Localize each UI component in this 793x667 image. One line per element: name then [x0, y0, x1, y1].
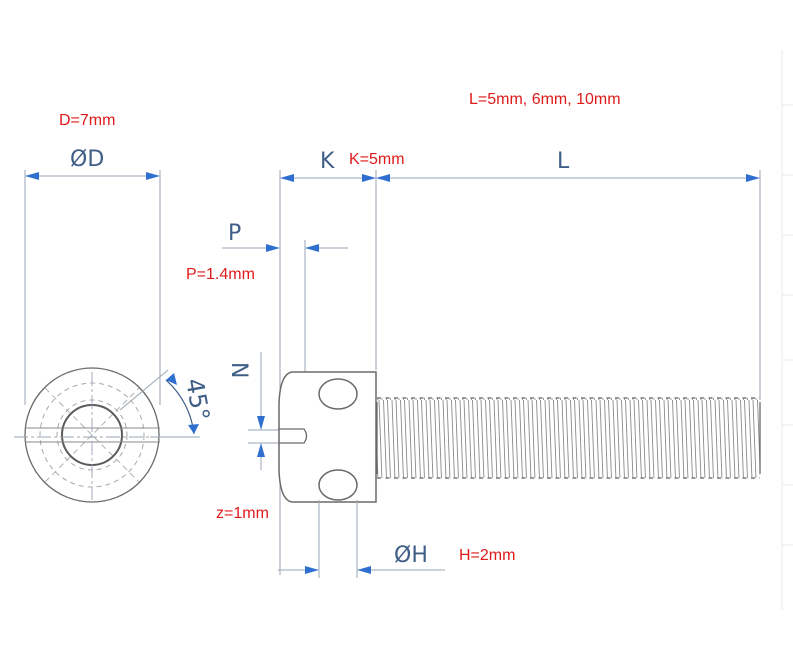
head-length-annotation: K=5mm	[349, 151, 405, 168]
threaded-shaft	[377, 398, 760, 478]
angle-arrow-bottom	[188, 424, 199, 434]
page-edge-ticks	[782, 104, 793, 546]
cross-hole-top	[318, 378, 358, 410]
side-view: K L P N ØH	[222, 149, 761, 578]
pitch-annotation: P=1.4mm	[186, 266, 255, 283]
head-slot	[279, 428, 308, 444]
angle-leader-line	[119, 369, 169, 411]
diameter-annotation: D=7mm	[59, 112, 116, 129]
angle-label: 45°	[180, 376, 215, 423]
cross-hole-bottom	[318, 469, 358, 501]
diameter-d-symbol: ØD	[70, 147, 104, 172]
hidden-diagonal	[44, 387, 140, 483]
head-k-symbol: K	[320, 149, 335, 174]
slot-n-symbol: N	[226, 362, 251, 378]
angle-arrow-top	[166, 373, 177, 385]
slot-depth-annotation: z=1mm	[216, 505, 269, 522]
pitch-p-symbol: P	[228, 221, 241, 246]
hidden-diagonal	[44, 387, 140, 483]
hole-diameter-annotation: H=2mm	[459, 547, 516, 564]
length-annotation: L=5mm, 6mm, 10mm	[469, 91, 621, 108]
length-l-symbol: L	[557, 149, 570, 174]
head-outline-circle	[24, 367, 160, 503]
hole-h-symbol: ØH	[394, 543, 428, 568]
end-view: ØD 45°	[14, 147, 215, 503]
